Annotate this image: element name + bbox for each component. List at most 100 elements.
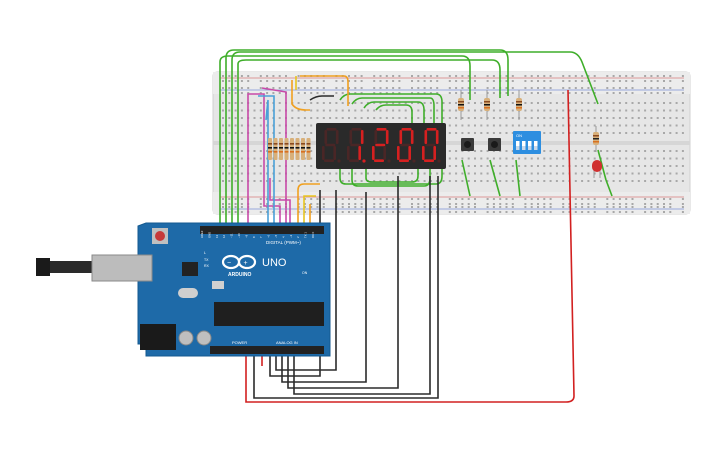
digit-3: [372, 128, 391, 163]
red-led[interactable]: [592, 160, 602, 178]
digit-4: [397, 128, 416, 163]
digit-1: [322, 128, 341, 163]
segment-a: [426, 128, 437, 131]
wire-8[interactable]: [375, 104, 413, 126]
pushbutton-1[interactable]: [461, 138, 474, 151]
wire-13[interactable]: [489, 159, 501, 197]
segment-d: [424, 159, 434, 162]
segment-d: [374, 159, 384, 162]
seven-segment-display[interactable]: [316, 123, 446, 169]
digital-pin-label: 13: [215, 234, 219, 238]
digital-pin-label: TX 1: [304, 232, 308, 238]
pushbutton-2[interactable]: [488, 138, 501, 151]
arduino-model-text: UNO: [262, 257, 287, 269]
wire-23[interactable]: [245, 89, 575, 403]
wire-19[interactable]: [281, 192, 367, 383]
wire-5[interactable]: [339, 93, 443, 126]
resistor-7[interactable]: [301, 138, 305, 160]
segment-c: [333, 146, 336, 160]
dip-toggle-4[interactable]: [534, 141, 538, 150]
segment-d: [324, 159, 334, 162]
wire-9[interactable]: [339, 168, 443, 185]
wire-36[interactable]: [309, 95, 334, 101]
wire-32[interactable]: [247, 93, 281, 228]
digital-pin-label: ~5: [274, 234, 278, 238]
wire-18[interactable]: [275, 190, 337, 371]
segment-c: [433, 146, 436, 160]
dip-toggle-1[interactable]: [516, 141, 520, 150]
segment-c: [408, 146, 411, 160]
segment-a: [376, 128, 387, 131]
segment-b: [360, 130, 364, 144]
resistor-5[interactable]: [290, 138, 294, 160]
wire-25[interactable]: [297, 183, 320, 228]
digital-pin-label: 12: [222, 234, 226, 238]
wire-33[interactable]: [261, 87, 287, 228]
reset-button[interactable]: [155, 231, 165, 241]
digit-5: [422, 128, 441, 163]
decimal-point: [412, 159, 416, 163]
pull-resistors[interactable]: [458, 90, 522, 120]
dip-switch[interactable]: ON: [513, 131, 541, 154]
wire-3[interactable]: [219, 55, 471, 228]
usb-port: [91, 254, 153, 282]
wire-35[interactable]: [265, 99, 269, 228]
resistor-8[interactable]: [306, 138, 311, 160]
wire-29[interactable]: [300, 75, 349, 106]
wire-7[interactable]: [363, 101, 425, 126]
digital-pin-label: 7: [259, 236, 263, 238]
atmega-chip: [214, 302, 324, 326]
wire-4[interactable]: [237, 59, 501, 228]
resistor-array[interactable]: [268, 138, 311, 160]
wire-12[interactable]: [461, 159, 471, 197]
resistor-3[interactable]: [279, 138, 283, 160]
segment-d: [399, 159, 409, 162]
wire-26[interactable]: [303, 195, 316, 228]
resistor-6[interactable]: [295, 138, 300, 160]
segment-f: [399, 130, 403, 144]
dip-switch-label: ON: [516, 133, 522, 138]
segment-a: [351, 128, 362, 131]
wire-14[interactable]: [515, 159, 521, 197]
power-header-label: POWER: [232, 340, 247, 345]
resistor-2[interactable]: [273, 138, 278, 160]
wire-31[interactable]: [269, 178, 291, 228]
segment-e: [322, 146, 325, 160]
digit-2: [347, 128, 366, 163]
arduino-uno[interactable]: − + ARDUINO UNO DIGITAL (PWM~) POWER ANA…: [36, 222, 331, 357]
wire-6[interactable]: [351, 97, 435, 126]
power-jack: [140, 324, 176, 350]
digital-pin-label: AREF: [200, 230, 204, 238]
dip-toggle-3[interactable]: [528, 141, 532, 150]
decimal-point: [437, 159, 441, 163]
digital-pin-label: ~6: [267, 234, 271, 238]
decimal-point: [337, 159, 341, 163]
decimal-point: [362, 159, 366, 163]
wire-34[interactable]: [258, 95, 275, 228]
resistor-4[interactable]: [284, 138, 289, 160]
segment-a: [326, 128, 337, 131]
segment-b: [435, 130, 439, 144]
wire-22[interactable]: [253, 176, 439, 399]
wire-15[interactable]: [605, 179, 613, 197]
decimal-point: [387, 159, 391, 163]
resistor-1[interactable]: [268, 138, 272, 160]
segment-b: [335, 130, 339, 144]
wires[interactable]: [219, 49, 613, 403]
segment-c: [358, 146, 361, 160]
wire-2[interactable]: [225, 49, 509, 228]
wire-11[interactable]: [365, 168, 419, 183]
led-resistor[interactable]: [593, 126, 599, 152]
digital-pin-label: 2: [296, 236, 300, 238]
usb-cable: [36, 261, 96, 273]
dip-toggle-2[interactable]: [522, 141, 526, 150]
segment-f: [374, 130, 378, 144]
wire-28[interactable]: [291, 80, 310, 111]
analog-header-label: ANALOG IN: [276, 340, 298, 345]
wire-21[interactable]: [293, 176, 431, 395]
digital-pin-label: RX 0: [311, 231, 315, 238]
segment-g: [400, 143, 411, 147]
wire-20[interactable]: [287, 176, 399, 389]
